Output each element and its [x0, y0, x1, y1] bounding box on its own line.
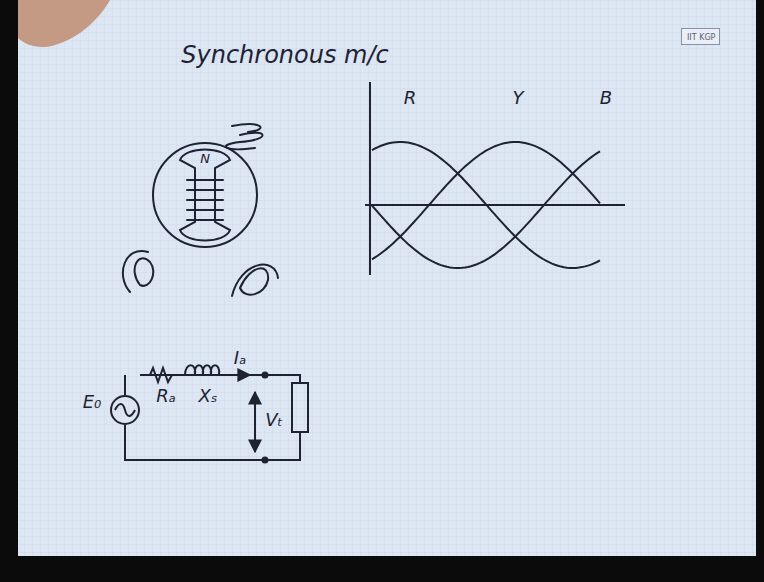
voltage-label: Vₜ — [265, 411, 283, 429]
current-label: Iₐ — [234, 349, 246, 367]
pole-label: N — [200, 152, 210, 165]
equivalent-circuit — [111, 365, 308, 462]
reactance-label: Xₛ — [198, 387, 217, 405]
stamp-text: IIT KGP — [687, 33, 714, 42]
phase-waveforms — [365, 82, 625, 275]
resistance-label: Rₐ — [156, 387, 176, 405]
phase-label: R — [404, 89, 417, 107]
emf-label: E₀ — [83, 393, 102, 411]
phase-label: B — [600, 89, 612, 107]
rotor-sketch — [123, 124, 278, 296]
hand — [18, 0, 110, 47]
stamp-box: IIT KGP — [681, 28, 720, 45]
phase-label: Y — [513, 89, 524, 107]
page-title: Synchronous m/c — [181, 43, 389, 67]
